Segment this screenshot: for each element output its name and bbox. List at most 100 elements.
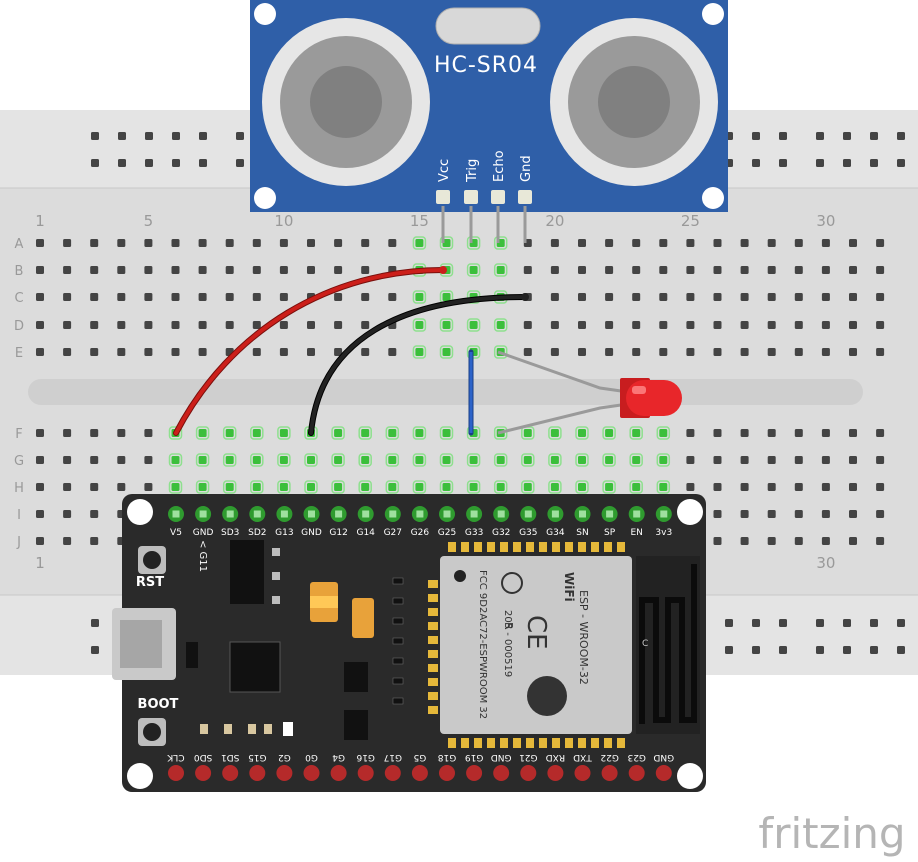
breadboard-hole <box>279 429 288 437</box>
breadboard-hole <box>415 321 424 329</box>
column-number: 30 <box>816 554 835 572</box>
breadboard-hole <box>632 293 641 301</box>
esp32-pin-label: G2 <box>278 752 291 762</box>
breadboard-hole <box>144 456 153 464</box>
esp32-pin <box>330 765 347 781</box>
breadboard-hole <box>849 510 857 518</box>
rail-hole <box>779 646 787 654</box>
esp32-pin-label: G12 <box>329 528 347 538</box>
breadboard-hole <box>849 348 857 356</box>
breadboard-hole <box>605 483 614 491</box>
breadboard-hole <box>550 239 559 247</box>
rail-hole <box>870 159 878 167</box>
breadboard-hole <box>578 239 586 247</box>
rail-hole <box>897 619 905 627</box>
breadboard-hole <box>659 321 668 329</box>
breadboard-hole <box>686 348 695 356</box>
breadboard-hole <box>36 348 44 356</box>
rail-hole <box>752 619 760 627</box>
svg-text:ESP - WROOM-32: ESP - WROOM-32 <box>577 590 590 685</box>
breadboard-hole <box>550 456 559 464</box>
breadboard-hole <box>605 321 614 329</box>
rail-hole <box>870 619 878 627</box>
breadboard-hole <box>686 266 695 274</box>
esp32-pin <box>493 765 510 781</box>
breadboard-hole <box>876 510 885 518</box>
breadboard-hole <box>442 348 451 356</box>
rail-hole <box>779 619 787 627</box>
sensor-pin-label: Vcc <box>437 159 452 182</box>
breadboard-hole <box>794 321 803 329</box>
breadboard-hole <box>632 266 641 274</box>
breadboard-hole <box>659 348 668 356</box>
svg-text:WiFi: WiFi <box>562 572 576 602</box>
rail-hole <box>843 646 851 654</box>
breadboard-hole <box>740 266 749 274</box>
g11-label: < G11 <box>197 540 208 572</box>
breadboard-hole <box>876 321 885 329</box>
breadboard-hole <box>117 321 126 329</box>
breadboard-hole <box>767 293 776 301</box>
breadboard-hole <box>496 483 505 491</box>
breadboard-hole <box>659 483 668 491</box>
breadboard-hole <box>767 348 776 356</box>
esp32-pin-label: G34 <box>546 528 565 538</box>
breadboard-hole <box>144 429 153 437</box>
breadboard-hole <box>659 293 668 301</box>
esp32-pin-label: G32 <box>492 528 510 538</box>
black-wire[interactable] <box>309 295 527 435</box>
rst-label: RST <box>136 575 164 590</box>
breadboard-hole <box>361 456 370 464</box>
breadboard-hole <box>578 456 586 464</box>
breadboard-hole <box>144 293 153 301</box>
breadboard-hole <box>713 321 722 329</box>
red-wire[interactable] <box>174 268 445 435</box>
breadboard-hole <box>496 266 505 274</box>
led[interactable] <box>497 350 682 435</box>
row-letter: F <box>15 427 22 442</box>
esp32-board: RST BOOT < G11 ESP - WROOM-32 205 - 0005… <box>112 494 706 792</box>
breadboard-hole <box>876 348 885 356</box>
breadboard-hole <box>334 483 343 491</box>
breadboard-hole <box>713 348 722 356</box>
breadboard-hole <box>632 429 641 437</box>
breadboard-hole <box>821 348 830 356</box>
breadboard-hole <box>144 266 153 274</box>
esp32-pin-label: SN <box>576 528 588 538</box>
row-letter: H <box>14 481 24 496</box>
breadboard-hole <box>740 239 749 247</box>
breadboard-hole <box>740 321 749 329</box>
breadboard-hole <box>523 456 532 464</box>
breadboard-hole <box>767 266 776 274</box>
breadboard-hole <box>550 266 559 274</box>
breadboard-hole <box>821 510 830 518</box>
breadboard-hole <box>523 348 532 356</box>
breadboard-hole <box>279 456 288 464</box>
breadboard-hole <box>550 293 559 301</box>
rail-hole <box>843 619 851 627</box>
breadboard-hole <box>90 293 99 301</box>
esp32-pin-label: G16 <box>356 752 375 762</box>
boot-label: BOOT <box>138 697 179 712</box>
breadboard-hole <box>821 456 830 464</box>
breadboard-hole <box>279 348 288 356</box>
breadboard-hole <box>63 456 72 464</box>
breadboard-hole <box>767 239 776 247</box>
breadboard-hole <box>849 429 857 437</box>
breadboard-hole <box>713 483 722 491</box>
rail-hole <box>725 646 733 654</box>
breadboard-hole <box>334 429 343 437</box>
breadboard-hole <box>794 266 803 274</box>
breadboard-hole <box>740 429 749 437</box>
breadboard-hole <box>279 483 288 491</box>
svg-text:CE: CE <box>521 615 551 650</box>
esp32-pin <box>601 765 618 781</box>
esp32-pin <box>357 765 374 781</box>
rail-hole <box>172 132 180 140</box>
breadboard-hole <box>36 510 44 518</box>
rail-hole <box>752 159 760 167</box>
rail-hole <box>897 646 905 654</box>
rail-hole <box>870 132 878 140</box>
breadboard-hole <box>90 429 99 437</box>
row-letter: E <box>15 346 23 361</box>
